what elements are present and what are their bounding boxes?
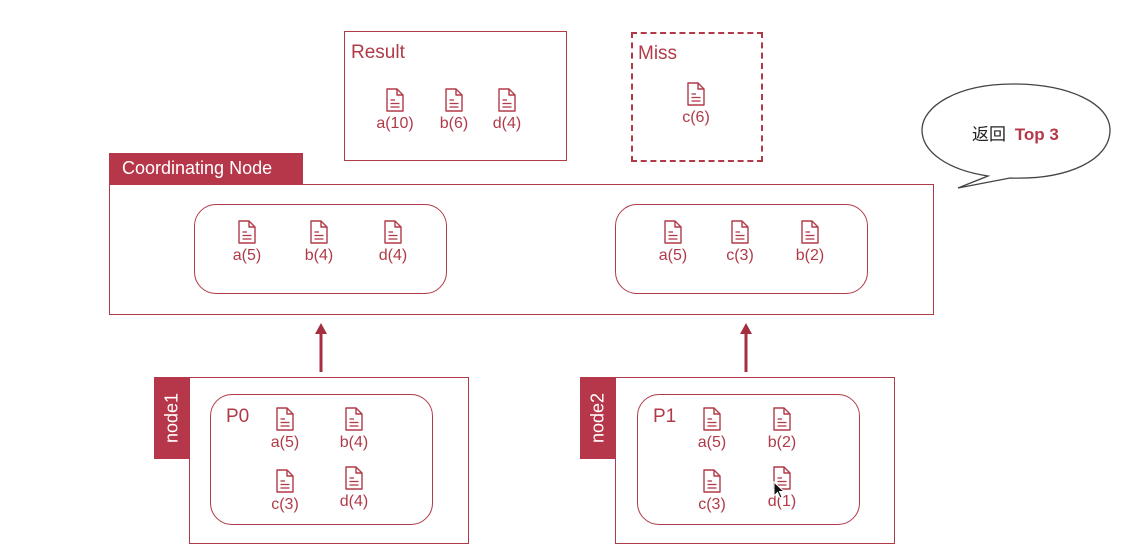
doc-item: d(1) <box>752 466 812 511</box>
doc-item: d(4) <box>324 466 384 511</box>
doc-label: c(3) <box>271 496 299 513</box>
doc-label: c(3) <box>726 247 754 264</box>
shard-title: P0 <box>226 406 250 427</box>
doc-item: c(3) <box>255 469 315 514</box>
document-icon <box>386 88 404 112</box>
doc-item: d(4) <box>363 220 423 265</box>
document-icon <box>238 220 256 244</box>
document-icon <box>773 407 791 431</box>
doc-label: a(5) <box>232 247 262 264</box>
doc-label: b(2) <box>795 247 825 264</box>
doc-item: a(5) <box>217 220 277 265</box>
result-box: Result a(10) b(6) d(4) <box>344 31 567 161</box>
doc-item: a(10) <box>365 88 425 133</box>
node2-label: node2 <box>587 392 608 444</box>
node1-label: node1 <box>161 392 182 444</box>
doc-item: a(5) <box>682 407 742 452</box>
doc-label: a(5) <box>270 434 300 451</box>
merge-group-left: a(5) b(4) d(4) <box>194 204 447 294</box>
doc-item: c(3) <box>710 220 770 265</box>
doc-label: d(4) <box>339 493 369 510</box>
doc-item: a(5) <box>643 220 703 265</box>
document-icon <box>445 88 463 112</box>
shard-p0: P0 a(5) b(4) c(3) d(4) <box>210 394 433 525</box>
arrow-up-icon <box>740 323 752 372</box>
doc-label: a(10) <box>376 115 414 132</box>
merge-group-right: a(5) c(3) b(2) <box>615 204 868 294</box>
node2-box: P1 a(5) b(2) c(3) d(1) <box>615 377 895 544</box>
mouse-cursor-icon <box>773 481 786 499</box>
document-icon <box>801 220 819 244</box>
bubble-prefix: 返回 <box>972 125 1006 144</box>
doc-label: b(4) <box>339 434 369 451</box>
doc-label: d(4) <box>492 115 522 132</box>
doc-item: b(6) <box>424 88 484 133</box>
document-icon <box>664 220 682 244</box>
speech-bubble <box>921 83 1111 189</box>
document-icon <box>345 466 363 490</box>
doc-item: b(2) <box>752 407 812 452</box>
doc-item: d(4) <box>477 88 537 133</box>
document-icon <box>310 220 328 244</box>
doc-item: c(3) <box>682 469 742 514</box>
document-icon <box>345 407 363 431</box>
shard-title: P1 <box>653 406 677 427</box>
arrow-up-icon <box>315 323 327 372</box>
doc-label: b(2) <box>767 434 797 451</box>
document-icon <box>703 407 721 431</box>
doc-item: b(4) <box>289 220 349 265</box>
bubble-text: 返回 Top 3 <box>972 120 1059 145</box>
document-icon <box>276 469 294 493</box>
doc-label: d(4) <box>378 247 408 264</box>
document-icon <box>731 220 749 244</box>
result-title: Result <box>351 42 405 63</box>
miss-box: Miss c(6) <box>631 32 763 162</box>
doc-label: c(6) <box>682 109 710 126</box>
doc-label: b(4) <box>304 247 334 264</box>
document-icon <box>384 220 402 244</box>
doc-label: d(1) <box>767 493 797 510</box>
doc-item: a(5) <box>255 407 315 452</box>
document-icon <box>703 469 721 493</box>
coordinating-node-tag: Coordinating Node <box>109 153 303 185</box>
node1-box: P0 a(5) b(4) c(3) d(4) <box>189 377 469 544</box>
document-icon <box>687 82 705 106</box>
doc-item: b(4) <box>324 407 384 452</box>
doc-label: c(3) <box>698 496 726 513</box>
doc-label: a(5) <box>697 434 727 451</box>
doc-label: b(6) <box>439 115 469 132</box>
node2-tag: node2 <box>580 377 616 459</box>
node1-tag: node1 <box>154 377 190 459</box>
document-icon <box>498 88 516 112</box>
doc-item: c(6) <box>666 82 726 127</box>
shard-p1: P1 a(5) b(2) c(3) d(1) <box>637 394 860 525</box>
bubble-bold: Top 3 <box>1014 125 1059 144</box>
doc-item: b(2) <box>780 220 840 265</box>
document-icon <box>276 407 294 431</box>
miss-title: Miss <box>638 43 678 64</box>
doc-label: a(5) <box>658 247 688 264</box>
